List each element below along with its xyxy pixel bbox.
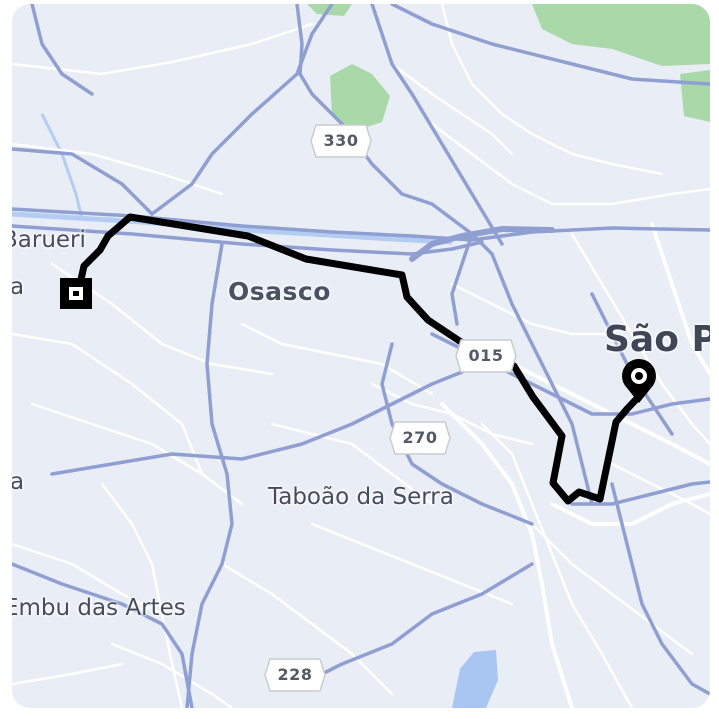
major-road bbox=[30, 4, 94, 96]
major-road bbox=[12, 207, 710, 242]
water-body bbox=[452, 650, 498, 708]
highway-shield-label: 330 bbox=[323, 131, 359, 150]
map-view[interactable]: Barueri a Osasco a Taboão da Serra Embu … bbox=[12, 4, 710, 708]
major-road bbox=[370, 4, 504, 246]
place-label-sao-paulo: São P bbox=[604, 319, 710, 360]
highway-shield-label: 270 bbox=[402, 428, 438, 447]
place-label-partial: a bbox=[12, 274, 25, 300]
place-label-barueri: Barueri bbox=[12, 227, 86, 253]
major-road bbox=[450, 232, 474, 326]
highway-shield-label: 228 bbox=[277, 665, 313, 684]
place-label-taboao-da-serra: Taboão da Serra bbox=[268, 484, 454, 510]
pin-destination-icon[interactable] bbox=[622, 358, 656, 403]
place-label-osasco: Osasco bbox=[228, 277, 331, 306]
major-road bbox=[12, 224, 484, 256]
highway-shield-270: 270 bbox=[389, 420, 451, 456]
highway-shield-228: 228 bbox=[264, 657, 326, 693]
highway-shield-label: 015 bbox=[468, 346, 504, 365]
river bbox=[12, 211, 453, 245]
major-road bbox=[12, 147, 154, 216]
major-road bbox=[300, 562, 534, 686]
major-road bbox=[390, 4, 710, 86]
major-road bbox=[570, 480, 710, 506]
park-area bbox=[680, 70, 710, 122]
major-road bbox=[150, 72, 299, 216]
major-road bbox=[295, 4, 334, 76]
ring-road bbox=[409, 225, 555, 262]
square-origin-icon[interactable] bbox=[60, 278, 92, 309]
highway-shield-015: 015 bbox=[455, 338, 517, 374]
major-road bbox=[12, 562, 194, 708]
park-area bbox=[330, 64, 390, 132]
park-area bbox=[532, 4, 710, 66]
place-label-embu-das-artes: Embu das Artes bbox=[12, 595, 186, 621]
major-road bbox=[380, 342, 534, 526]
highway-shield-330: 330 bbox=[310, 123, 372, 159]
major-road bbox=[50, 362, 484, 476]
river bbox=[40, 113, 84, 220]
major-road bbox=[185, 242, 234, 708]
place-label-partial: a bbox=[12, 469, 25, 495]
major-road bbox=[610, 482, 710, 696]
major-road bbox=[295, 4, 594, 506]
